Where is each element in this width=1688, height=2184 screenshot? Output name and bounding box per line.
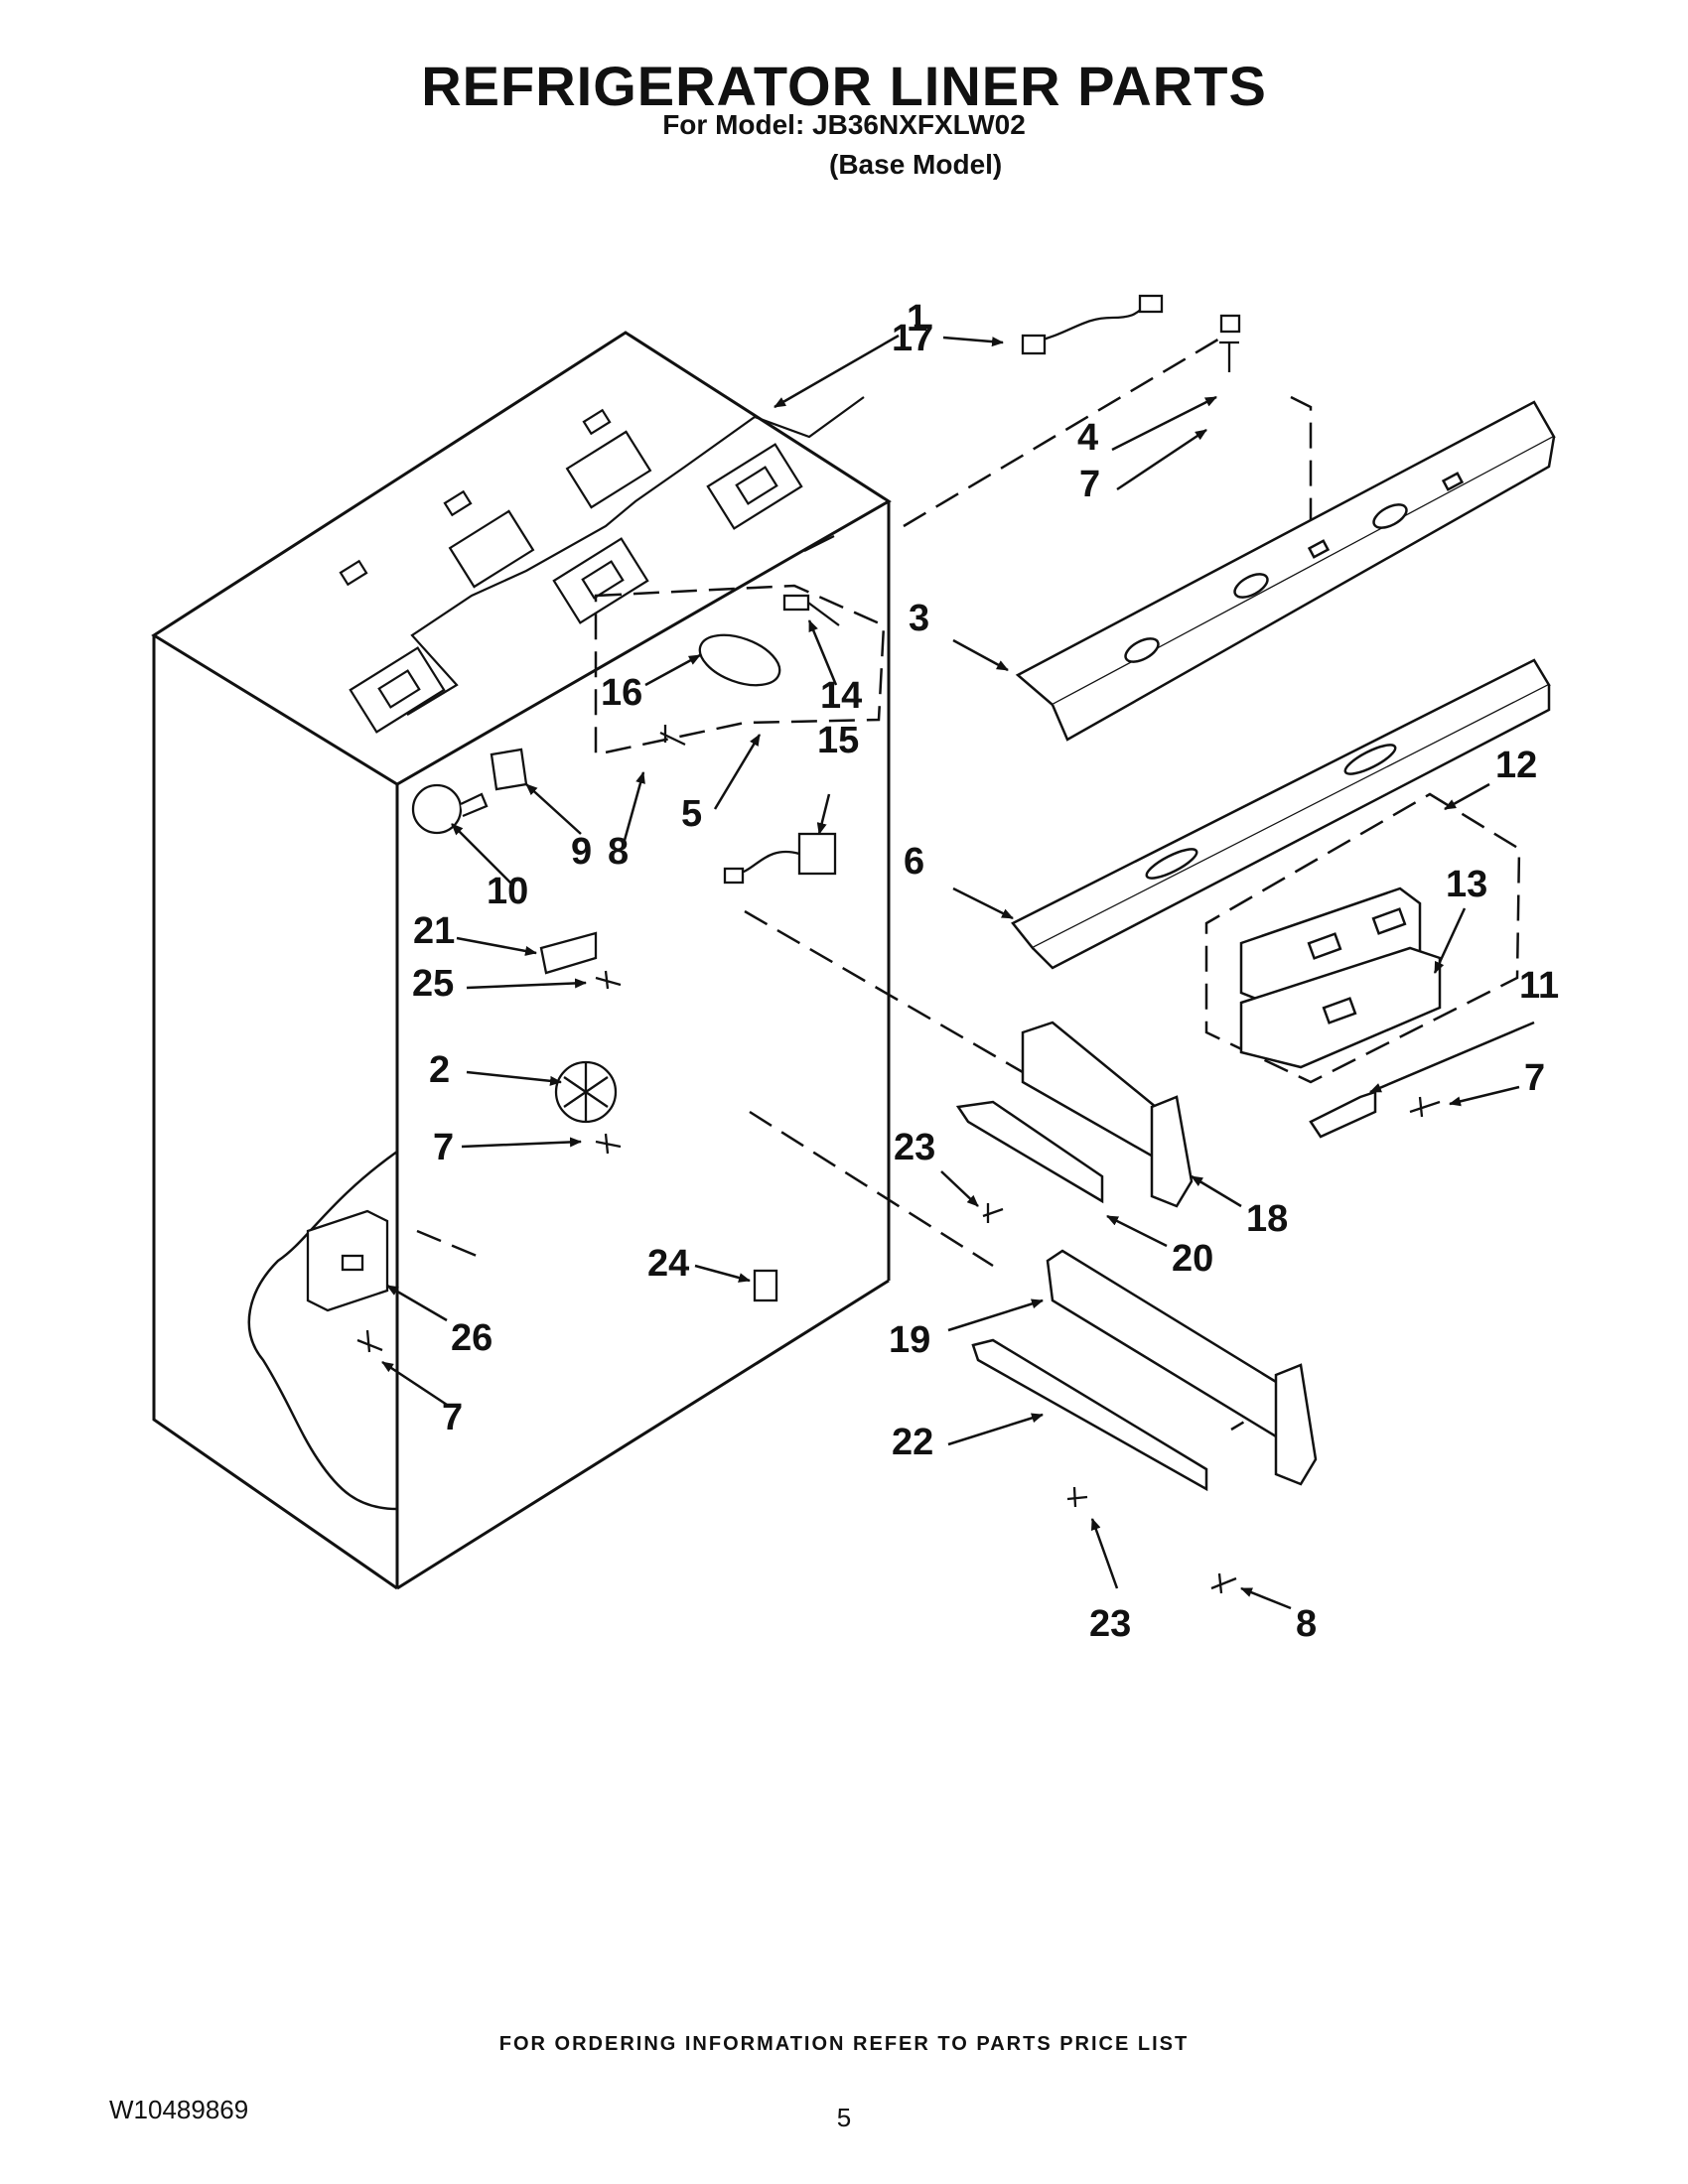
top-pad-inner [377, 669, 421, 709]
part-17-harness [1032, 301, 1153, 344]
callout-9: 9 [571, 831, 592, 873]
top-pad-inner [735, 466, 778, 505]
callout-8b: 8 [1296, 1603, 1317, 1645]
callout-24: 24 [647, 1243, 689, 1285]
callout-18: 18 [1246, 1198, 1288, 1240]
part-7-screw-b [595, 1133, 622, 1155]
callout-19: 19 [889, 1319, 930, 1361]
part-14-sensor [782, 594, 810, 612]
callout-4: 4 [1077, 417, 1098, 459]
explode-lines [416, 336, 1521, 1432]
part-11-bracket [1309, 1090, 1377, 1139]
part-7-screw-c [356, 1329, 383, 1353]
callout-20: 20 [1172, 1238, 1213, 1280]
callout-16: 16 [601, 672, 642, 714]
liner-cutaway [247, 1150, 398, 1511]
small-components [306, 294, 1441, 1594]
part-19-shelf-frame [971, 1249, 1318, 1492]
callout-7c: 7 [1524, 1057, 1545, 1099]
part-3-upper-rail [1015, 400, 1556, 742]
top-edge-step [803, 535, 835, 552]
top-vent [565, 430, 652, 509]
top-pad [706, 443, 803, 530]
callout-13: 13 [1446, 864, 1487, 905]
callout-7d: 7 [442, 1397, 463, 1438]
callout-14: 14 [820, 675, 862, 717]
callout-labels: 1 17 4 7 3 16 14 15 8 5 9 10 12 13 6 21 … [412, 298, 1559, 1645]
part-10-bulb [411, 783, 463, 835]
part-21-bracket [539, 931, 598, 975]
callout-10: 10 [487, 871, 528, 912]
document-number: W10489869 [109, 2095, 249, 2124]
callout-12: 12 [1495, 745, 1537, 786]
page-number: 5 [836, 2103, 852, 2132]
top-slot [443, 489, 473, 517]
callout-23: 23 [894, 1127, 935, 1168]
ordering-note: FOR ORDERING INFORMATION REFER TO PARTS … [498, 2033, 1190, 2055]
liner-top-details [339, 396, 865, 734]
liner-side [152, 635, 398, 1590]
part-16-thermostat [698, 633, 781, 687]
part-8-screw [659, 725, 686, 747]
callout-23b: 23 [1089, 1603, 1131, 1645]
callout-8: 8 [608, 831, 629, 873]
part-24-cap [753, 1269, 778, 1302]
callout-26: 26 [451, 1317, 492, 1359]
top-slot [582, 408, 612, 436]
part-9-socket [490, 748, 528, 791]
part-4-clip [1219, 314, 1241, 334]
page-title: REFRIGERATOR LINER PARTS [421, 55, 1267, 117]
top-pad [349, 646, 446, 734]
top-pad-inner [581, 560, 625, 600]
model-line: For Model: JB36NXFXLW02 [662, 109, 1026, 140]
part-15-switch [797, 832, 837, 876]
part-7-screw-d [1409, 1096, 1441, 1118]
callout-7: 7 [1079, 464, 1100, 505]
top-slot [339, 559, 368, 587]
callout-2: 2 [429, 1049, 450, 1091]
callout-5: 5 [681, 793, 702, 835]
callout-21: 21 [413, 910, 455, 952]
part-13-drawer-covers [1239, 887, 1442, 1069]
part-7-screw [1219, 341, 1239, 372]
callout-7b: 7 [433, 1127, 454, 1168]
base-model-label: (Base Model) [829, 149, 1003, 180]
callout-1: 1 [907, 298, 927, 340]
part-6-lower-rail [1011, 658, 1551, 970]
top-pad [552, 537, 649, 624]
callout-6: 6 [904, 841, 924, 883]
callout-11: 11 [1519, 965, 1559, 1007]
control-group-bracket [594, 584, 886, 756]
callout-25: 25 [412, 963, 454, 1005]
top-wiring-line [406, 396, 865, 716]
liner-bottom [396, 1279, 890, 1590]
top-vent [448, 509, 535, 589]
part-23-screw-b [1066, 1486, 1088, 1508]
leader-arrows [381, 334, 1535, 1610]
liner-box [151, 331, 892, 1590]
callout-15: 15 [817, 720, 859, 761]
part-25-screw [595, 970, 622, 990]
part-23-screw [982, 1203, 1004, 1223]
callout-22: 22 [892, 1422, 933, 1463]
callout-17: 17 [892, 318, 933, 359]
callout-3: 3 [909, 598, 929, 639]
drawer-group-bracket [1204, 792, 1521, 1084]
part-8-screw-b [1210, 1572, 1237, 1594]
part-18-shelf-frame [955, 1021, 1194, 1208]
